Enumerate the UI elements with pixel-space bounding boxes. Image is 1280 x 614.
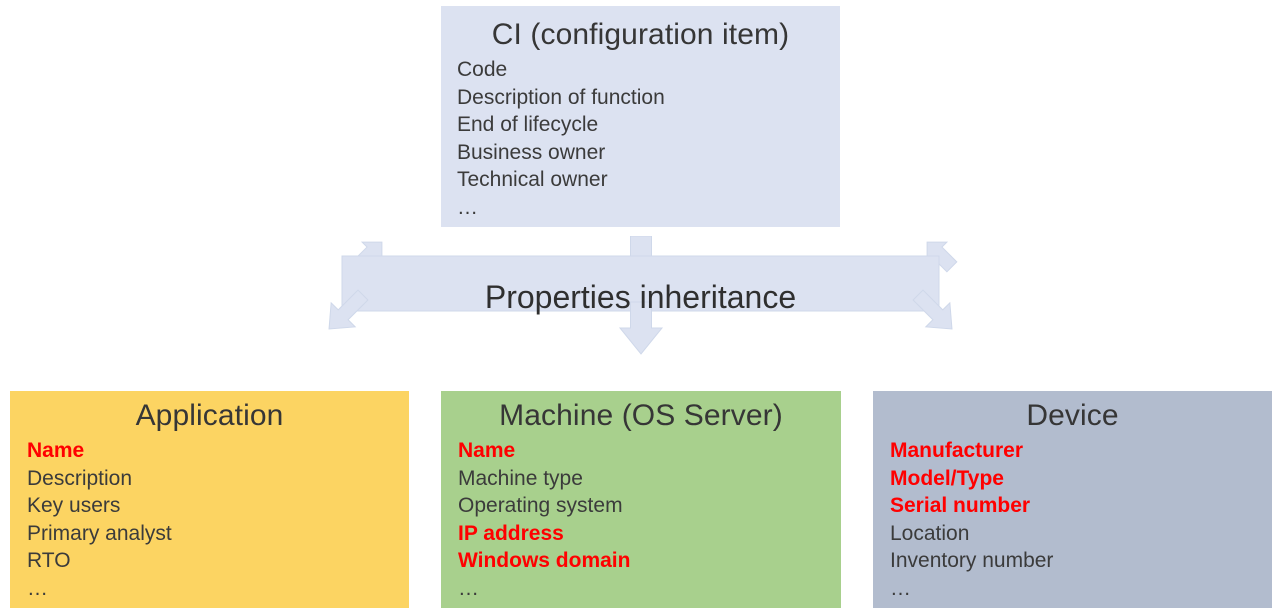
application-property-rto: RTO <box>27 549 71 572</box>
machine-property-machine-type: Machine type <box>458 466 583 490</box>
arrow-down-center <box>618 301 664 355</box>
application-property-ellipsis: … <box>27 576 48 600</box>
ci-property-description-of-function: Description of function <box>457 85 665 109</box>
device-property-model-type: Model/Type <box>890 466 1004 490</box>
device-property-serial-number: Serial number <box>890 494 1031 517</box>
ci-property-ellipsis: … <box>457 195 478 219</box>
device-property-manufacturer: Manufacturer <box>890 439 1024 462</box>
machine-node-box: Machine (OS Server) Name Machine type Op… <box>441 391 841 608</box>
ci-property-technical-owner: Technical owner <box>457 168 608 191</box>
ci-node-box: CI (configuration item) Code Description… <box>441 6 840 227</box>
device-property-location: Location <box>890 521 970 545</box>
ci-property-business-owner: Business owner <box>457 140 606 164</box>
application-property-description: Description <box>27 466 133 490</box>
machine-property-ip-address: IP address <box>458 521 564 545</box>
application-property-primary-analyst: Primary analyst <box>27 521 172 545</box>
device-title: Device <box>1026 399 1119 432</box>
application-property-name: Name <box>27 439 85 462</box>
application-title: Application <box>135 399 284 432</box>
machine-property-list: Name Machine type Operating system IP ad… <box>441 437 841 602</box>
device-node-box: Device Manufacturer Model/Type Serial nu… <box>873 391 1272 608</box>
application-property-list: Name Description Key users Primary analy… <box>10 437 409 602</box>
machine-title: Machine (OS Server) <box>499 399 783 432</box>
machine-property-windows-domain: Windows domain <box>458 549 631 572</box>
machine-property-name: Name <box>458 439 516 462</box>
device-property-inventory-number: Inventory number <box>890 549 1054 572</box>
ci-title: CI (configuration item) <box>491 18 790 51</box>
ci-property-list: Code Description of function End of life… <box>441 56 840 221</box>
arrow-down-right-diagonal <box>912 289 953 330</box>
properties-inheritance-arrow <box>318 236 963 356</box>
device-property-list: Manufacturer Model/Type Serial number Lo… <box>873 437 1272 602</box>
device-property-ellipsis: … <box>890 576 911 600</box>
ci-property-end-of-lifecycle: End of lifecycle <box>457 113 599 136</box>
machine-property-ellipsis: … <box>458 576 479 600</box>
application-property-key-users: Key users <box>27 494 121 517</box>
application-node-box: Application Name Description Key users P… <box>10 391 409 608</box>
inheritance-arrow-shape <box>328 236 958 355</box>
ci-property-code: Code <box>457 58 508 81</box>
arrow-down-left-diagonal <box>328 289 369 330</box>
machine-property-operating-system: Operating system <box>458 494 623 517</box>
